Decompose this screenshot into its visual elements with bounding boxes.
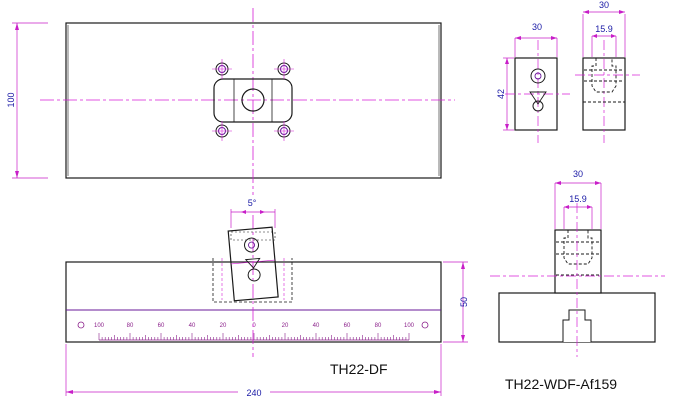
scale-label: 60 bbox=[344, 323, 351, 329]
scale-label: 100 bbox=[404, 323, 415, 329]
dim-text-240: 240 bbox=[246, 388, 261, 398]
angle-scale: 100 80 60 40 20 0 20 40 60 80 100 bbox=[77, 321, 429, 341]
scale-end-circle-right bbox=[421, 321, 429, 329]
side-view-right: 30 15.9 bbox=[575, 0, 640, 143]
dim-text-angle: 5° bbox=[248, 198, 257, 208]
tilted-block-hole bbox=[244, 237, 260, 253]
front-base-outline bbox=[65, 261, 442, 343]
scale-label: 60 bbox=[158, 323, 165, 329]
end-block-outline bbox=[554, 229, 602, 294]
end-view: 30 15.9 TH22-WDF-Af159 bbox=[490, 169, 665, 392]
scale-ticks bbox=[98, 333, 410, 340]
dimension-width-240: 240 bbox=[65, 344, 442, 398]
side-view-left: 30 42 bbox=[496, 22, 570, 143]
front-holder-hidden bbox=[212, 258, 293, 303]
tilted-block-outline bbox=[227, 226, 279, 302]
title-main: TH22-DF bbox=[330, 361, 388, 377]
dimension-angle: 5° bbox=[230, 198, 276, 228]
dim-text-15-9-a: 15.9 bbox=[595, 24, 613, 34]
tilted-block-hole-lower bbox=[247, 268, 261, 282]
top-plate-outline bbox=[65, 22, 442, 179]
tilted-block bbox=[227, 226, 279, 302]
scale-label: 80 bbox=[127, 323, 134, 329]
scale-label: 40 bbox=[313, 323, 320, 329]
dim-text-30-a: 30 bbox=[532, 22, 542, 32]
dim-text-15-9-b: 15.9 bbox=[569, 194, 587, 204]
dimension-height-50: 50 bbox=[443, 261, 469, 343]
scale-label: 100 bbox=[94, 323, 105, 329]
front-view: 100 80 60 40 20 0 20 40 60 80 100 5° bbox=[65, 198, 469, 398]
dim-text-30-b: 30 bbox=[599, 0, 609, 10]
dim-text-50: 50 bbox=[459, 297, 469, 307]
scale-label: 20 bbox=[282, 323, 289, 329]
scale-label: 80 bbox=[375, 323, 382, 329]
side-hole-lower bbox=[532, 100, 544, 112]
scale-labels: 100 80 60 40 20 0 20 40 60 80 100 bbox=[94, 323, 415, 329]
title-part: TH22-WDF-Af159 bbox=[505, 376, 617, 392]
scale-label: 20 bbox=[220, 323, 227, 329]
scale-end-circle-left bbox=[77, 321, 85, 329]
side-hole bbox=[530, 68, 546, 84]
mounting-holes bbox=[212, 59, 294, 141]
scale-label: 40 bbox=[189, 323, 196, 329]
center-block bbox=[213, 78, 293, 123]
scale-label: 0 bbox=[252, 323, 256, 329]
dim-text-42: 42 bbox=[496, 89, 506, 99]
center-hole bbox=[241, 88, 265, 112]
dim-text-100: 100 bbox=[6, 92, 16, 107]
dim-text-30-c: 30 bbox=[573, 169, 583, 179]
dimension-height-100: 100 bbox=[6, 22, 48, 179]
top-view: 100 bbox=[6, 8, 455, 195]
